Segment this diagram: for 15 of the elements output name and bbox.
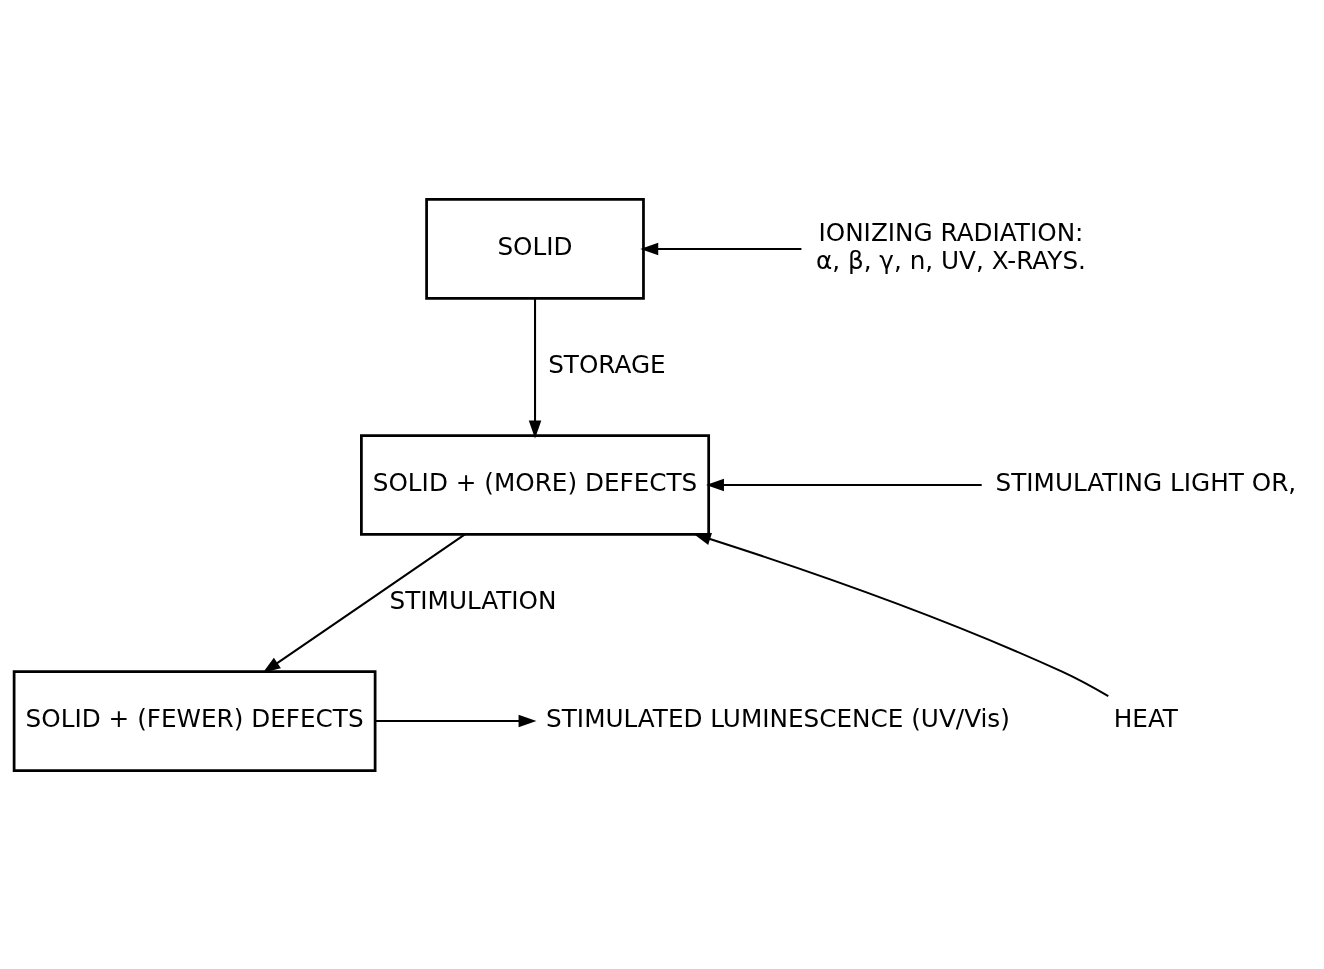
arrow <box>640 242 802 255</box>
arrow <box>706 478 982 491</box>
edge-label: STIMULATION <box>389 585 557 615</box>
edge-label: STORAGE <box>548 349 666 379</box>
node-text: STIMULATING LIGHT OR, <box>995 467 1297 497</box>
node-text: STIMULATED LUMINESCENCE (UV/Vis) <box>546 703 1010 733</box>
node-box: SOLID <box>425 197 645 300</box>
arrow <box>528 298 542 438</box>
node-box: SOLID + (MORE) DEFECTS <box>360 433 711 536</box>
node-box: SOLID + (FEWER) DEFECTS <box>12 669 377 772</box>
arrow <box>262 533 466 673</box>
node-text: HEAT <box>1113 703 1178 733</box>
node-text: IONIZING RADIATION: α, β, γ, n, UV, X-RAYS. <box>815 217 1086 275</box>
arrow <box>375 714 537 727</box>
arrow <box>693 532 1109 697</box>
